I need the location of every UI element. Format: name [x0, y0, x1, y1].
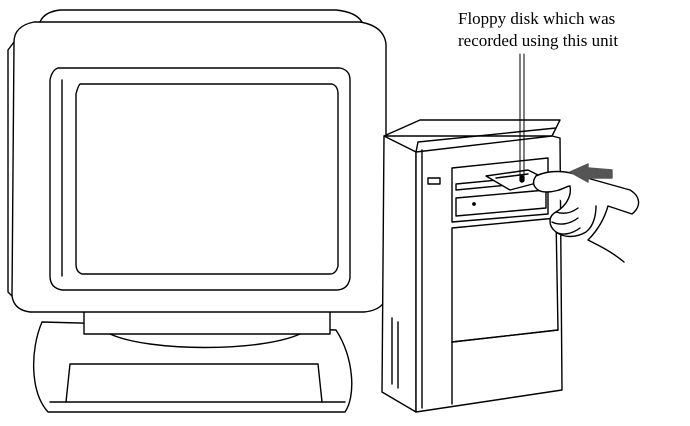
callout-line-2: recorded using this unit [458, 30, 688, 52]
monitor-stand-front [66, 364, 322, 402]
crt-monitor-icon [8, 10, 386, 412]
tower-side [382, 136, 416, 412]
floppy-disk-callout: Floppy disk which was recorded using thi… [458, 8, 688, 52]
monitor-bezel [12, 22, 386, 312]
callout-line-1: Floppy disk which was [458, 8, 688, 30]
tower-computer-icon [382, 120, 562, 412]
tower-top [384, 120, 560, 136]
